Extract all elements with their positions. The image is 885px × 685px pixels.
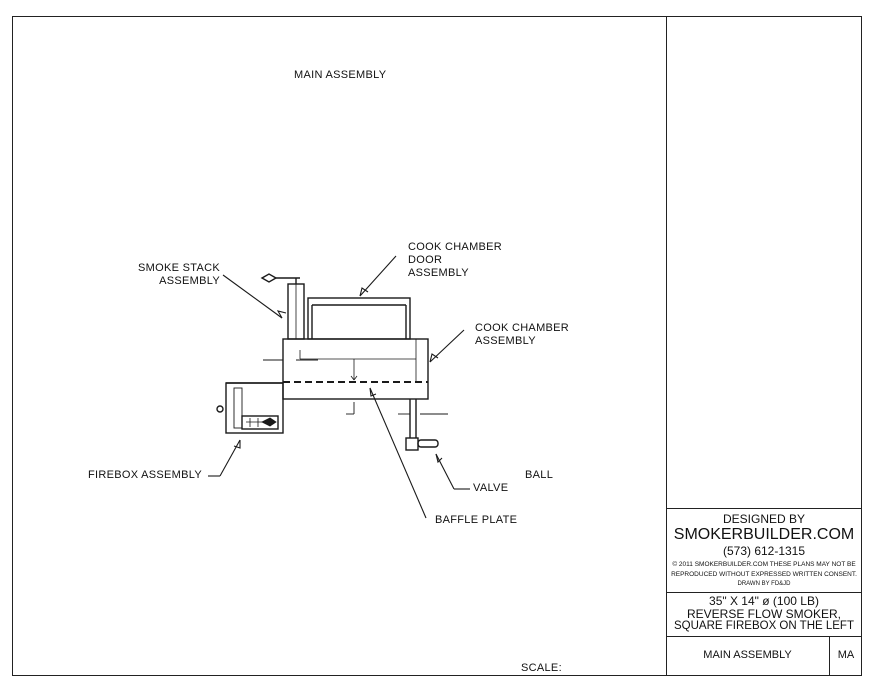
callout-smoke-stack-line2: ASSEMBLY xyxy=(159,275,220,287)
sheet-name: MAIN ASSEMBLY xyxy=(703,649,792,661)
title-block-top-rule xyxy=(666,508,862,509)
callout-ball: BALL xyxy=(525,469,554,481)
drawn-by: DRAWN BY FD&JD xyxy=(737,581,791,587)
copyright-line2: REPRODUCED WITHOUT EXPRESSED WRITTEN CON… xyxy=(671,571,857,578)
title-block-sheet-rule xyxy=(666,636,862,637)
callout-chamber-line2: ASSEMBLY xyxy=(475,335,536,347)
copyright-line1: © 2011 SMOKERBUILDER.COM THESE PLANS MAY… xyxy=(672,561,856,568)
cook-chamber xyxy=(282,338,429,400)
callout-door-line2: DOOR xyxy=(408,254,443,266)
spec-line2: REVERSE FLOW SMOKER, xyxy=(686,607,842,621)
callout-cook-chamber-door: COOK CHAMBER DOOR ASSEMBLY xyxy=(408,241,502,280)
dimension-marks xyxy=(263,359,448,415)
company-phone: (573) 612-1315 xyxy=(722,544,806,558)
callout-door-line1: COOK CHAMBER xyxy=(408,241,503,253)
callout-smoke-stack: SMOKE STACK ASSEMBLY xyxy=(120,262,220,288)
callout-door-line3: ASSEMBLY xyxy=(408,267,469,279)
callout-valve: VALVE xyxy=(473,482,509,494)
firebox xyxy=(216,382,284,434)
leader-lines xyxy=(208,255,470,519)
callout-firebox: FIREBOX ASSEMBLY xyxy=(88,469,203,481)
callout-cook-chamber: COOK CHAMBER ASSEMBLY xyxy=(475,322,569,348)
ball-valve xyxy=(405,399,439,451)
title-block-code-divider xyxy=(829,636,830,676)
spec-line3: SQUARE FIREBOX ON THE LEFT xyxy=(674,620,854,632)
callout-baffle-plate: BAFFLE PLATE xyxy=(435,514,518,526)
drawing-title: MAIN ASSEMBLY xyxy=(294,69,387,81)
company-name: SMOKERBUILDER.COM xyxy=(673,526,855,543)
callout-chamber-line1: COOK CHAMBER xyxy=(475,322,570,334)
callout-smoke-stack-line1: SMOKE STACK xyxy=(138,262,220,274)
smoke-stack xyxy=(260,273,305,340)
designed-by-label: DESIGNED BY xyxy=(722,512,806,526)
spec-line1: 35" X 14" ø (100 LB) xyxy=(709,594,819,608)
sheet-code: MA xyxy=(837,649,855,661)
scale-label: SCALE: xyxy=(521,662,562,674)
title-block-spec-rule xyxy=(666,592,862,593)
cook-chamber-door xyxy=(307,297,411,340)
title-block-divider xyxy=(666,16,667,676)
drawing-border xyxy=(12,16,862,676)
